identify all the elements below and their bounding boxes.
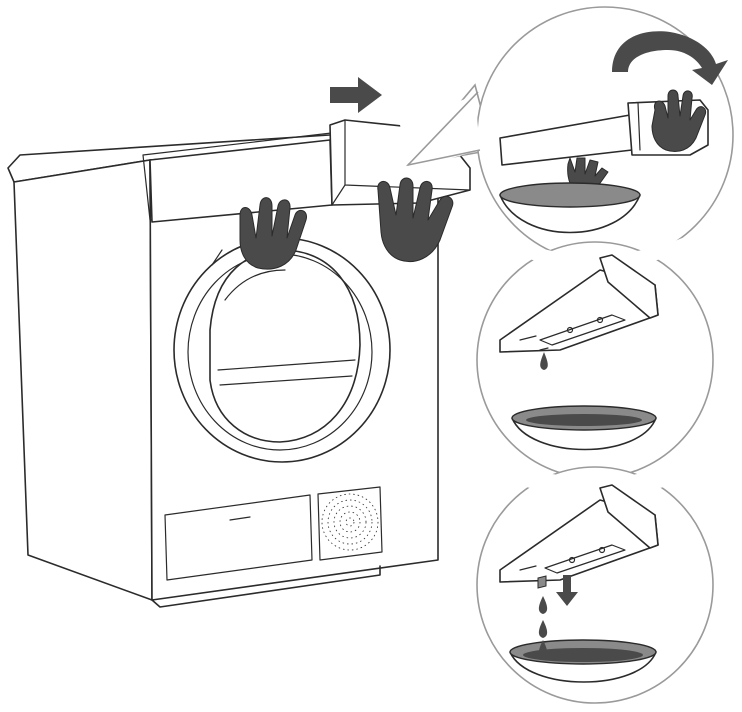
drain-plug	[537, 575, 547, 589]
dryer-side	[13, 159, 153, 601]
hand-icon	[651, 89, 707, 152]
ventilation-grille	[321, 493, 379, 551]
water-container-pulled	[149, 119, 471, 223]
bowl-icon	[499, 182, 641, 234]
filter-handle	[229, 516, 251, 521]
hand-icon	[377, 177, 454, 263]
water-container-spout-open	[499, 484, 659, 589]
filter-cover	[164, 494, 313, 581]
tumble-dryer	[7, 127, 439, 608]
water-drop-icon	[538, 640, 548, 658]
hand-icon	[239, 197, 308, 270]
water-drop-icon	[540, 352, 548, 370]
bowl-icon	[509, 639, 657, 683]
grille-panel	[317, 486, 383, 561]
down-arrow-icon	[556, 575, 578, 606]
water-drop-icon	[538, 596, 548, 614]
dryer-foot	[151, 565, 381, 608]
bowl-icon	[511, 405, 657, 451]
water-container-underside	[499, 254, 659, 353]
water-drop-icon	[538, 620, 548, 638]
right-arrow-icon	[330, 77, 382, 113]
rotate-arrow-icon	[612, 31, 728, 85]
